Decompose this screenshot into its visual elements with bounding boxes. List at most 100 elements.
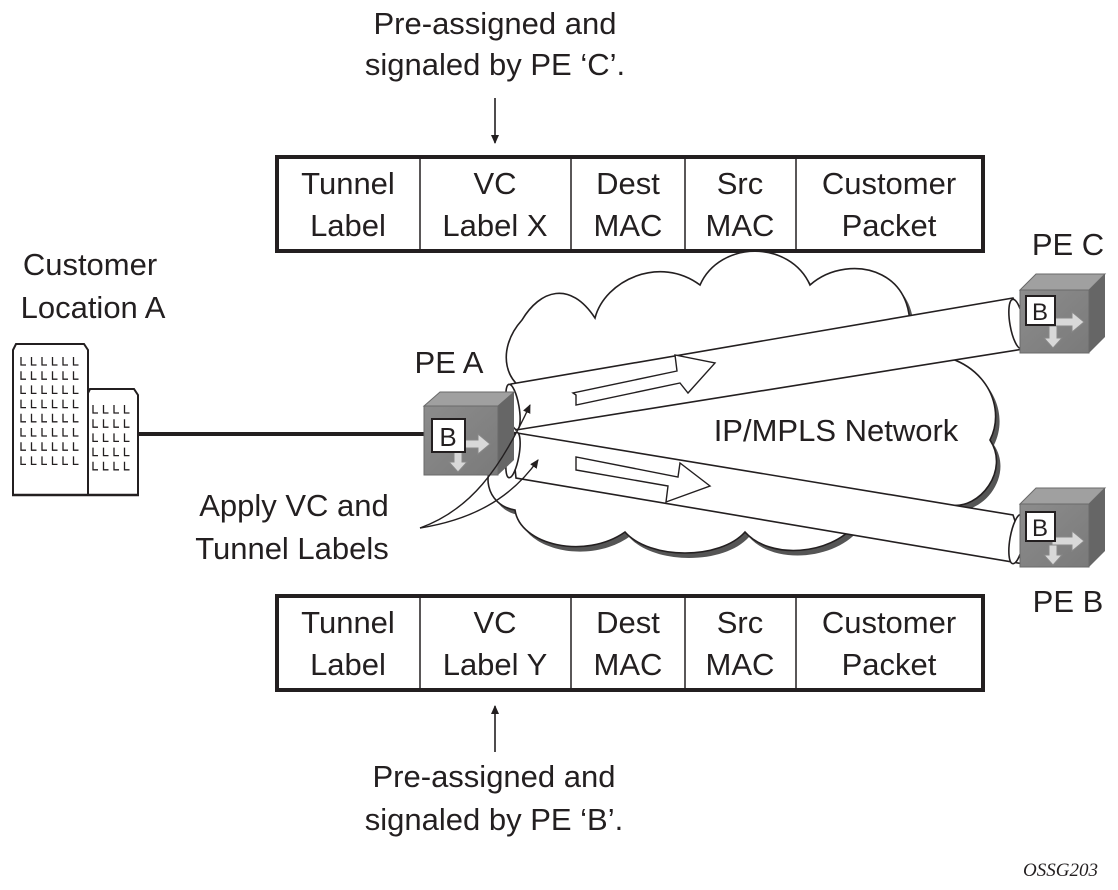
svg-text:Packet: Packet [842,647,937,682]
window-icon [51,456,58,466]
router-badge: B [439,422,456,452]
svg-text:Src: Src [717,605,764,640]
top-annotation-line1: Pre-assigned and [374,6,617,41]
window-icon [72,413,79,423]
window-icon [102,405,109,414]
window-icon [72,442,79,451]
top-field-vc-label: VC Label X [442,166,547,243]
window-icon [41,371,47,380]
router-cube-icon: B [422,391,516,476]
window-icon [62,456,68,466]
svg-text:Customer: Customer [23,247,157,282]
svg-text:Customer: Customer [822,605,956,640]
router-cube-icon: B [1018,487,1107,568]
bottom-field-customer-packet: Customer Packet [822,605,956,682]
svg-text:Label Y: Label Y [443,647,548,682]
bottom-field-dest-mac: Dest MAC [594,605,663,682]
router-cube-icon: B [1018,273,1107,354]
svg-text:Customer: Customer [822,166,956,201]
svg-text:VC: VC [473,605,516,640]
svg-text:Dest: Dest [596,605,660,640]
window-icon [30,413,37,423]
window-icon [20,413,26,423]
window-icon [41,413,47,423]
window-icon [62,399,68,409]
window-icon [30,442,37,451]
customer-location-label: Customer Location A [21,247,166,325]
window-icon [62,371,68,380]
bottom-packet-frame [275,594,985,692]
window-icon [41,428,47,437]
figure-id: OSSG203 [1023,860,1098,881]
pe-b-label: PE B [1033,584,1104,619]
window-icon [113,447,119,457]
pe-c-label: PE C [1032,227,1104,262]
svg-text:MAC: MAC [594,647,663,682]
window-icon [113,433,119,443]
top-annotation-line2: signaled by PE ‘C’. [365,47,625,82]
top-field-tunnel-label: Tunnel Label [301,166,395,243]
bottom-annotation-line2: signaled by PE ‘B’. [365,802,623,837]
window-icon [92,433,98,443]
svg-text:Label X: Label X [442,208,547,243]
window-icon [123,461,130,471]
bottom-packet: Tunnel Label VC Label Y Dest MAC Src MAC… [275,594,985,692]
window-icon [92,405,98,414]
window-icon [30,385,37,395]
window-icon [113,405,119,414]
pe-a-label: PE A [415,345,484,380]
bottom-field-vc-label: VC Label Y [443,605,548,682]
window-icon [51,385,58,395]
svg-text:MAC: MAC [594,208,663,243]
window-icon [62,428,68,437]
bottom-field-src-mac: Src MAC [706,605,775,682]
window-icon [113,461,119,471]
window-icon [41,357,47,366]
window-icon [41,442,47,451]
top-field-src-mac: Src MAC [706,166,775,243]
window-icon [72,385,79,395]
window-icon [51,442,58,451]
window-icon [102,433,109,443]
window-icon [30,399,37,409]
window-icon [51,371,58,380]
window-icon [30,456,37,466]
svg-text:Label: Label [310,208,386,243]
window-icon [51,399,58,409]
window-icon [62,413,68,423]
window-icon [123,433,130,443]
window-icon [113,419,119,428]
window-icon [20,456,26,466]
bottom-annotation-line1: Pre-assigned and [373,759,616,794]
top-annotation: Pre-assigned and signaled by PE ‘C’. [365,6,625,144]
window-icon [30,357,37,366]
window-icon [102,419,109,428]
top-packet-frame [275,155,985,253]
window-icon [92,461,98,471]
svg-text:Tunnel: Tunnel [301,605,395,640]
window-icon [102,447,109,457]
window-icon [72,428,79,437]
apply-labels-line2: Tunnel Labels [195,531,389,566]
window-icon [123,405,130,414]
tunnel-pipe-icon [505,431,1032,567]
router-badge: B [1032,515,1048,542]
window-icon [51,413,58,423]
window-icon [30,371,37,380]
window-icon [20,399,26,409]
svg-text:Src: Src [717,166,764,201]
apply-labels-line1: Apply VC and [199,488,389,523]
window-icon [20,385,26,395]
window-icon [92,447,98,457]
svg-text:Packet: Packet [842,208,937,243]
bottom-field-tunnel-label: Tunnel Label [301,605,395,682]
svg-text:Location A: Location A [21,290,166,325]
window-icon [41,456,47,466]
apply-labels-callout: Apply VC and Tunnel Labels [195,404,539,566]
window-icon [123,447,130,457]
window-icon [20,428,26,437]
window-icon [92,419,98,428]
top-packet: Tunnel Label VC Label X Dest MAC Src MAC… [275,155,985,253]
window-icon [72,456,79,466]
